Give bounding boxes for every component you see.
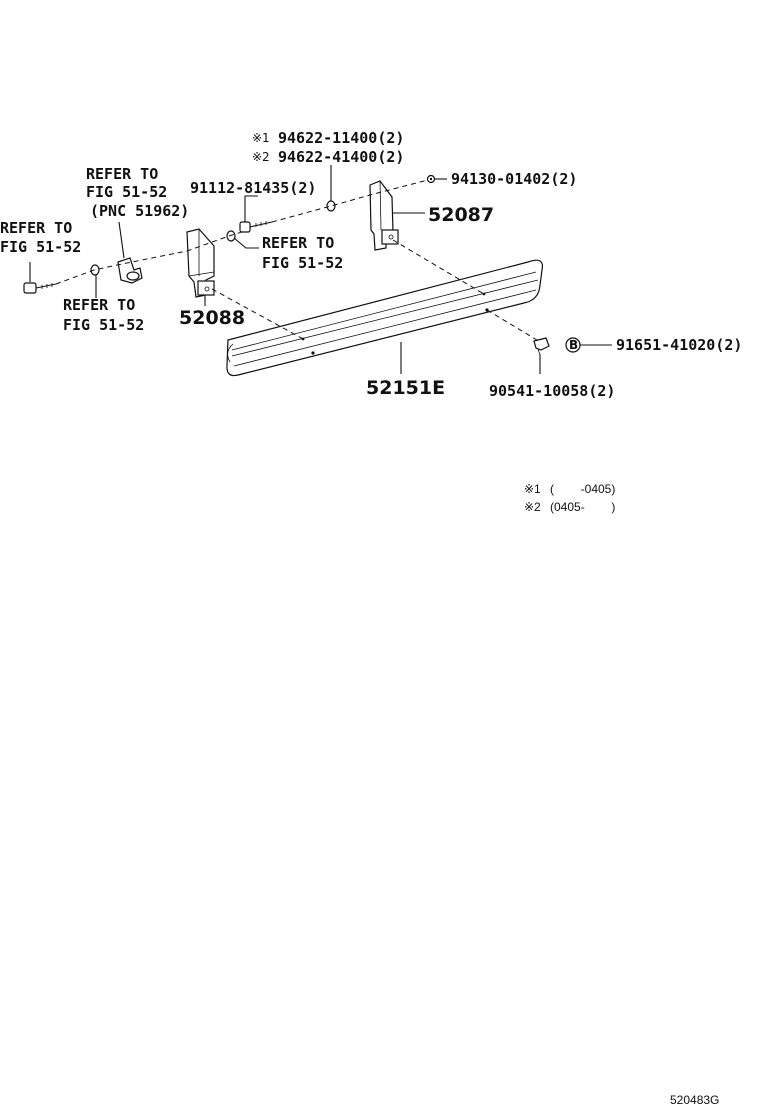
- assembly-line-left: [55, 230, 246, 285]
- washer-left-refer: [90, 264, 100, 276]
- assembly-line-clip: [486, 309, 538, 341]
- callout-b-letter: B: [569, 338, 578, 352]
- legend-mark-1: ※1: [524, 482, 541, 496]
- bumper-hole: [482, 292, 486, 296]
- bracket-pnc51962: [117, 257, 143, 284]
- washer-refer-mid: [226, 230, 236, 242]
- part-number-91651: 91651-41020(2): [616, 336, 742, 354]
- legend-mark-2: ※2: [524, 500, 541, 514]
- washer-94622: [326, 200, 336, 212]
- part-number-90541: 90541-10058(2): [489, 382, 615, 400]
- bracket-52088: [186, 228, 215, 298]
- leader-refer-mid: [233, 237, 259, 249]
- part-number-52088: 52088: [179, 307, 245, 329]
- refer-label-left-line2: FIG 51-52: [0, 238, 81, 256]
- bolt-91112: [239, 221, 273, 233]
- part-number-94130: 94130-01402(2): [451, 170, 577, 188]
- legend-range-1: ( -0405): [550, 482, 615, 496]
- part-number-52087: 52087: [428, 204, 494, 226]
- note-mark-1: ※1: [252, 131, 270, 145]
- rear-bumper-bar: [226, 259, 544, 377]
- refer-label-bottom-line1: REFER TO: [63, 296, 135, 314]
- refer-label-mid-line2: FIG 51-52: [262, 254, 343, 272]
- figure-code: 520483G: [670, 1093, 719, 1107]
- bolt-left-refer: [23, 282, 57, 294]
- part-number-52151e: 52151E: [366, 377, 445, 399]
- bumper-hole: [311, 351, 315, 355]
- part-number-91112: 91112-81435(2): [190, 179, 316, 197]
- legend-range-2: (0405- ): [550, 500, 615, 514]
- assembly-line-top: [271, 179, 429, 223]
- leader-91112: [244, 195, 258, 222]
- bracket-52087: [369, 180, 399, 251]
- leader-refer-pnc: [118, 221, 125, 259]
- part-number-94622-41400: 94622-41400(2): [278, 148, 404, 166]
- refer-label-pnc-line3: (PNC 51962): [90, 202, 189, 220]
- note-mark-2: ※2: [252, 150, 270, 164]
- callout-b-symbol: B: [565, 337, 581, 353]
- nut-94130: [426, 174, 436, 184]
- refer-label-pnc-line1: REFER TO: [86, 165, 158, 183]
- refer-label-left-line1: REFER TO: [0, 219, 72, 237]
- refer-label-pnc-line2: FIG 51-52: [86, 183, 167, 201]
- clip-90541: [533, 337, 550, 356]
- refer-label-mid-line1: REFER TO: [262, 234, 334, 252]
- part-number-94622-11400: 94622-11400(2): [278, 129, 404, 147]
- refer-label-bottom-line2: FIG 51-52: [63, 316, 144, 334]
